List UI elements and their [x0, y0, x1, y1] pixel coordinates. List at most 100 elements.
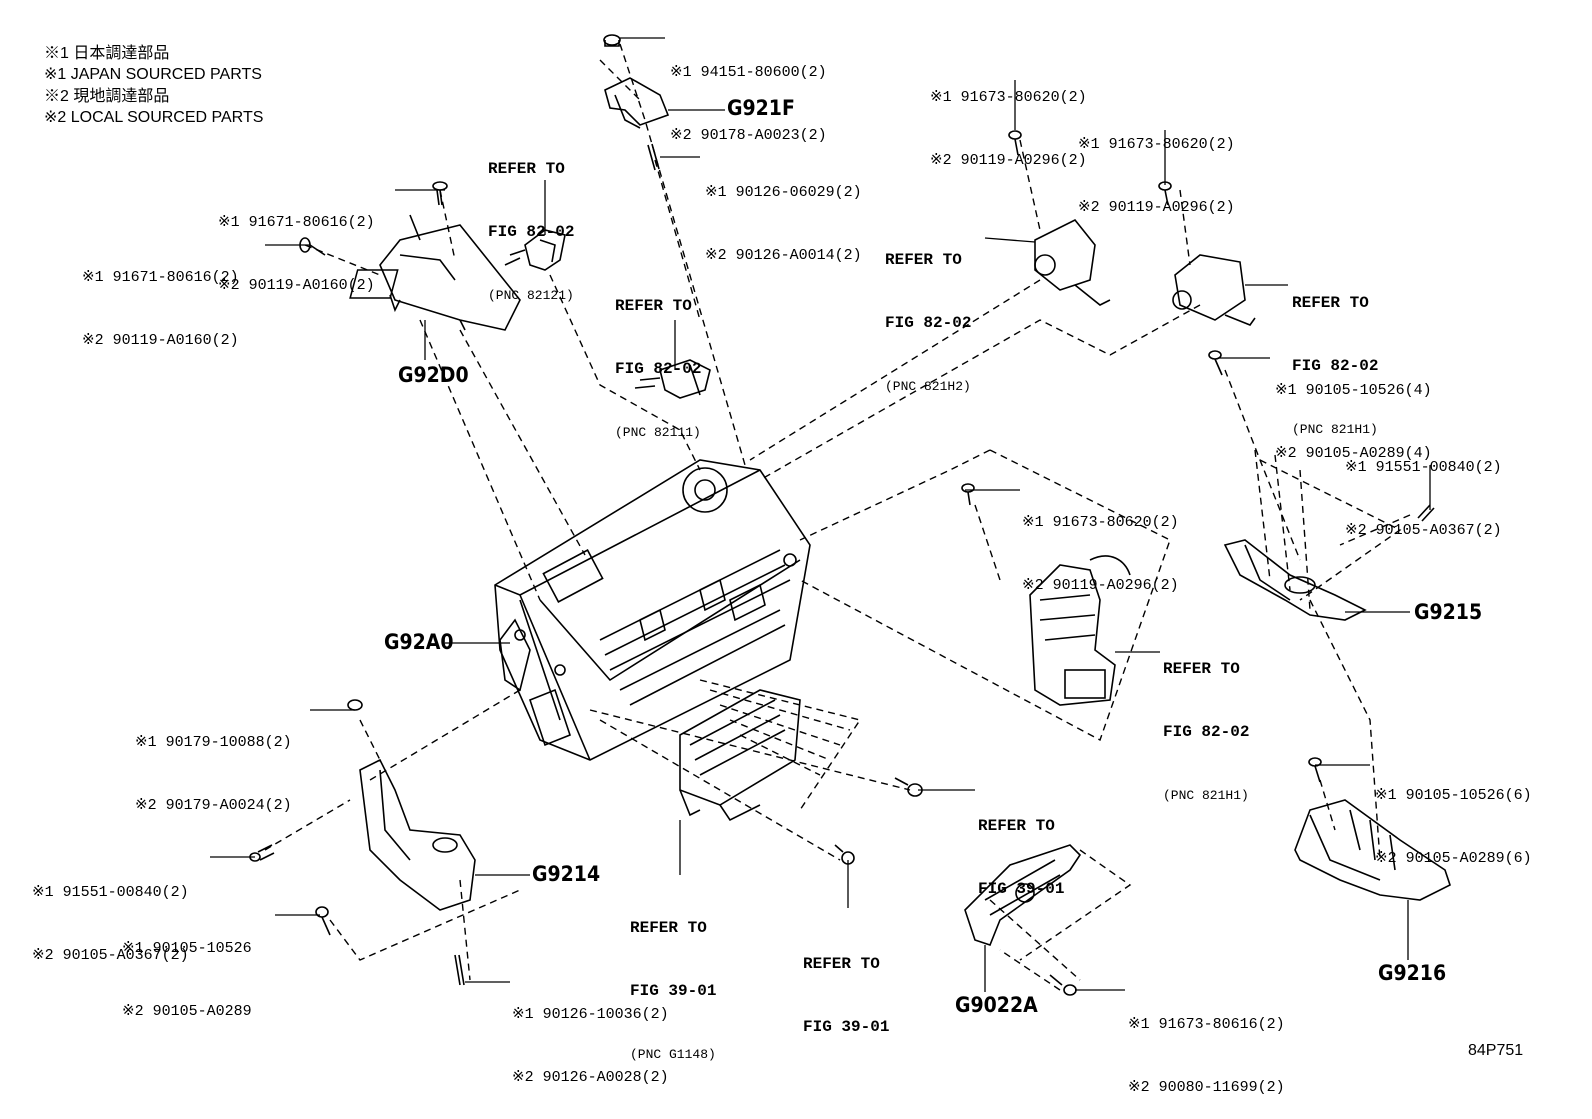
- refer-fig-39-01-bottom[interactable]: REFER TO FIG 39-01: [803, 912, 889, 1059]
- part-number-jp: ※1 90126-06029(2): [705, 184, 862, 201]
- pnc-ref: (PNC G1148): [630, 1047, 716, 1062]
- bolts: [834, 777, 923, 865]
- part-number-jp: ※1 90126-10036(2): [512, 1006, 669, 1023]
- part-number-local: ※2 90126-A0028(2): [512, 1069, 669, 1086]
- part-number-local: ※2 90126-A0014(2): [705, 247, 862, 264]
- part-number-local: ※2 90178-A0023(2): [670, 127, 827, 144]
- callout-g92d0[interactable]: G92D0: [398, 363, 469, 387]
- refer-to-text: REFER TO: [1163, 660, 1240, 678]
- part-number-local: ※2 90119-A0160(2): [218, 277, 375, 294]
- part-number-local: ※2 90105-A0289: [122, 1003, 252, 1020]
- cover-g92d0: [299, 181, 521, 331]
- refer-fig-39-01-right[interactable]: REFER TO FIG 39-01: [978, 774, 1064, 921]
- note-japan-ja: ※1 日本調達部品: [44, 45, 170, 62]
- fig-ref: FIG 82-02: [1292, 357, 1379, 375]
- fig-ref: FIG 82-02: [885, 314, 972, 332]
- part-label-90105-6[interactable]: ※1 90105-10526(6) ※2 90105-A0289(6): [1375, 743, 1532, 890]
- part-label-90126-10036[interactable]: ※1 90126-10036(2) ※2 90126-A0028(2): [512, 962, 669, 1109]
- part-number-jp: ※1 90105-10526: [122, 940, 252, 957]
- refer-to-text: REFER TO: [630, 919, 707, 937]
- refer-to-text: REFER TO: [1292, 294, 1369, 312]
- callout-g9216[interactable]: G9216: [1378, 961, 1447, 985]
- part-number-jp: ※1 90179-10088(2): [135, 734, 292, 751]
- part-number-local: ※2 90119-A0296(2): [1022, 577, 1179, 594]
- part-label-91673-a[interactable]: ※1 91673-80620(2) ※2 90119-A0296(2): [930, 45, 1087, 192]
- part-label-91551-r[interactable]: ※1 91551-00840(2) ※2 90105-A0367(2): [1345, 415, 1502, 562]
- part-number-jp: ※1 91673-80620(2): [1022, 514, 1179, 531]
- part-label-91551-l[interactable]: ※1 91551-00840(2) ※2 90105-A0367(2): [32, 840, 189, 987]
- part-label-91671-a[interactable]: ※1 91671-80616(2) ※2 90119-A0160(2): [218, 170, 375, 317]
- bracket-g9216: [1294, 757, 1451, 901]
- callout-g9215[interactable]: G9215: [1414, 600, 1483, 624]
- bracket-g9022a: [964, 844, 1082, 996]
- pnc-ref: (PNC 821H1): [1163, 788, 1249, 803]
- part-number-local: ※2 90119-A0160(2): [82, 332, 239, 349]
- connector-82121: [504, 229, 566, 271]
- part-number-local: ※2 90105-A0289(4): [1275, 445, 1432, 462]
- connector-82111: [634, 359, 711, 399]
- part-label-90105-4[interactable]: ※1 90105-10526(4) ※2 90105-A0289(4): [1275, 338, 1432, 485]
- part-label-91673-b[interactable]: ※1 91673-80620(2) ※2 90119-A0296(2): [1078, 92, 1235, 239]
- callout-g9022a[interactable]: G9022A: [955, 993, 1038, 1017]
- bracket-g9215: [1208, 350, 1435, 621]
- part-number-jp: ※1 91673-80620(2): [930, 89, 1087, 106]
- fig-ref: FIG 39-01: [630, 982, 717, 1000]
- part-label-90179[interactable]: ※1 90179-10088(2) ※2 90179-A0024(2): [135, 690, 292, 837]
- fig-ref: FIG 82-02: [615, 360, 702, 378]
- fig-ref: FIG 39-01: [978, 880, 1065, 898]
- bracket-g9214: [249, 699, 476, 986]
- part-label-91673-80616[interactable]: ※1 91673-80616(2) ※2 90080-11699(2): [1128, 972, 1285, 1119]
- fig-ref: FIG 82-02: [488, 223, 575, 241]
- part-number-local: ※2 90080-11699(2): [1128, 1079, 1285, 1096]
- part-number-local: ※2 90105-A0367(2): [32, 947, 189, 964]
- part-label-94151[interactable]: ※1 94151-80600(2) ※2 90178-A0023(2): [670, 20, 827, 167]
- note-local-ja: ※2 現地調達部品: [44, 88, 170, 105]
- diagram-code: 84P751: [1468, 1042, 1524, 1059]
- part-number-jp: ※1 91673-80620(2): [1078, 136, 1235, 153]
- refer-fig-82-02-pnc-821h2[interactable]: REFER TO FIG 82-02 (PNC 821H2): [885, 208, 971, 418]
- part-number-local: ※2 90179-A0024(2): [135, 797, 292, 814]
- part-number-local: ※2 90105-A0367(2): [1345, 522, 1502, 539]
- fig-ref: FIG 39-01: [803, 1018, 890, 1036]
- callout-g921f[interactable]: G921F: [727, 96, 795, 120]
- part-number-jp: ※1 91671-80616(2): [82, 269, 239, 286]
- refer-fig-82-02-pnc-82121[interactable]: REFER TO FIG 82-02 (PNC 82121): [488, 117, 574, 327]
- pnc-ref: (PNC 82121): [488, 288, 574, 303]
- bracket-g921f: [603, 34, 670, 171]
- refer-fig-82-02-pnc-82111[interactable]: REFER TO FIG 82-02 (PNC 82111): [615, 254, 701, 464]
- note-local-en: ※2 LOCAL SOURCED PARTS: [44, 109, 264, 126]
- sensor-821h1-upper: [1158, 181, 1256, 326]
- refer-fig-82-02-pnc-821h1-top[interactable]: REFER TO FIG 82-02 (PNC 821H1): [1292, 251, 1378, 461]
- part-number-jp: ※1 91551-00840(2): [32, 884, 189, 901]
- pnc-ref: (PNC 821H1): [1292, 422, 1378, 437]
- part-number-jp: ※1 91551-00840(2): [1345, 459, 1502, 476]
- part-number-jp: ※1 90105-10526(6): [1375, 787, 1532, 804]
- part-label-90126-06029[interactable]: ※1 90126-06029(2) ※2 90126-A0014(2): [705, 140, 862, 287]
- part-number-local: ※2 90119-A0296(2): [1078, 199, 1235, 216]
- part-label-90105-1[interactable]: ※1 90105-10526 ※2 90105-A0289: [122, 896, 252, 1043]
- refer-fig-39-01-pnc-g1148[interactable]: REFER TO FIG 39-01 (PNC G1148): [630, 876, 716, 1086]
- pnc-ref: (PNC 82111): [615, 425, 701, 440]
- refer-to-text: REFER TO: [978, 817, 1055, 835]
- refer-fig-82-02-pnc-821h1-mid[interactable]: REFER TO FIG 82-02 (PNC 821H1): [1163, 617, 1249, 827]
- part-label-91671-b[interactable]: ※1 91671-80616(2) ※2 90119-A0160(2): [82, 225, 239, 372]
- part-number-jp: ※1 91671-80616(2): [218, 214, 375, 231]
- part-number-local: ※2 90119-A0296(2): [930, 152, 1087, 169]
- fig-ref: FIG 82-02: [1163, 723, 1250, 741]
- part-number-jp: ※1 91673-80616(2): [1128, 1016, 1285, 1033]
- part-label-91673-c[interactable]: ※1 91673-80620(2) ※2 90119-A0296(2): [1022, 470, 1179, 617]
- callout-g92a0[interactable]: G92A0: [384, 630, 454, 654]
- refer-to-text: REFER TO: [885, 251, 962, 269]
- refer-to-text: REFER TO: [803, 955, 880, 973]
- pnc-ref: (PNC 821H2): [885, 379, 971, 394]
- part-number-jp: ※1 90105-10526(4): [1275, 382, 1432, 399]
- callout-g9214[interactable]: G9214: [532, 862, 601, 886]
- sensor-821h2: [1008, 130, 1111, 306]
- refer-to-text: REFER TO: [488, 160, 565, 178]
- harness-connector-821h1: [961, 483, 1131, 706]
- inverter-assembly-g92a0: [494, 459, 811, 761]
- refer-to-text: REFER TO: [615, 297, 692, 315]
- module-g1148: [679, 689, 801, 822]
- part-number-jp: ※1 94151-80600(2): [670, 64, 827, 81]
